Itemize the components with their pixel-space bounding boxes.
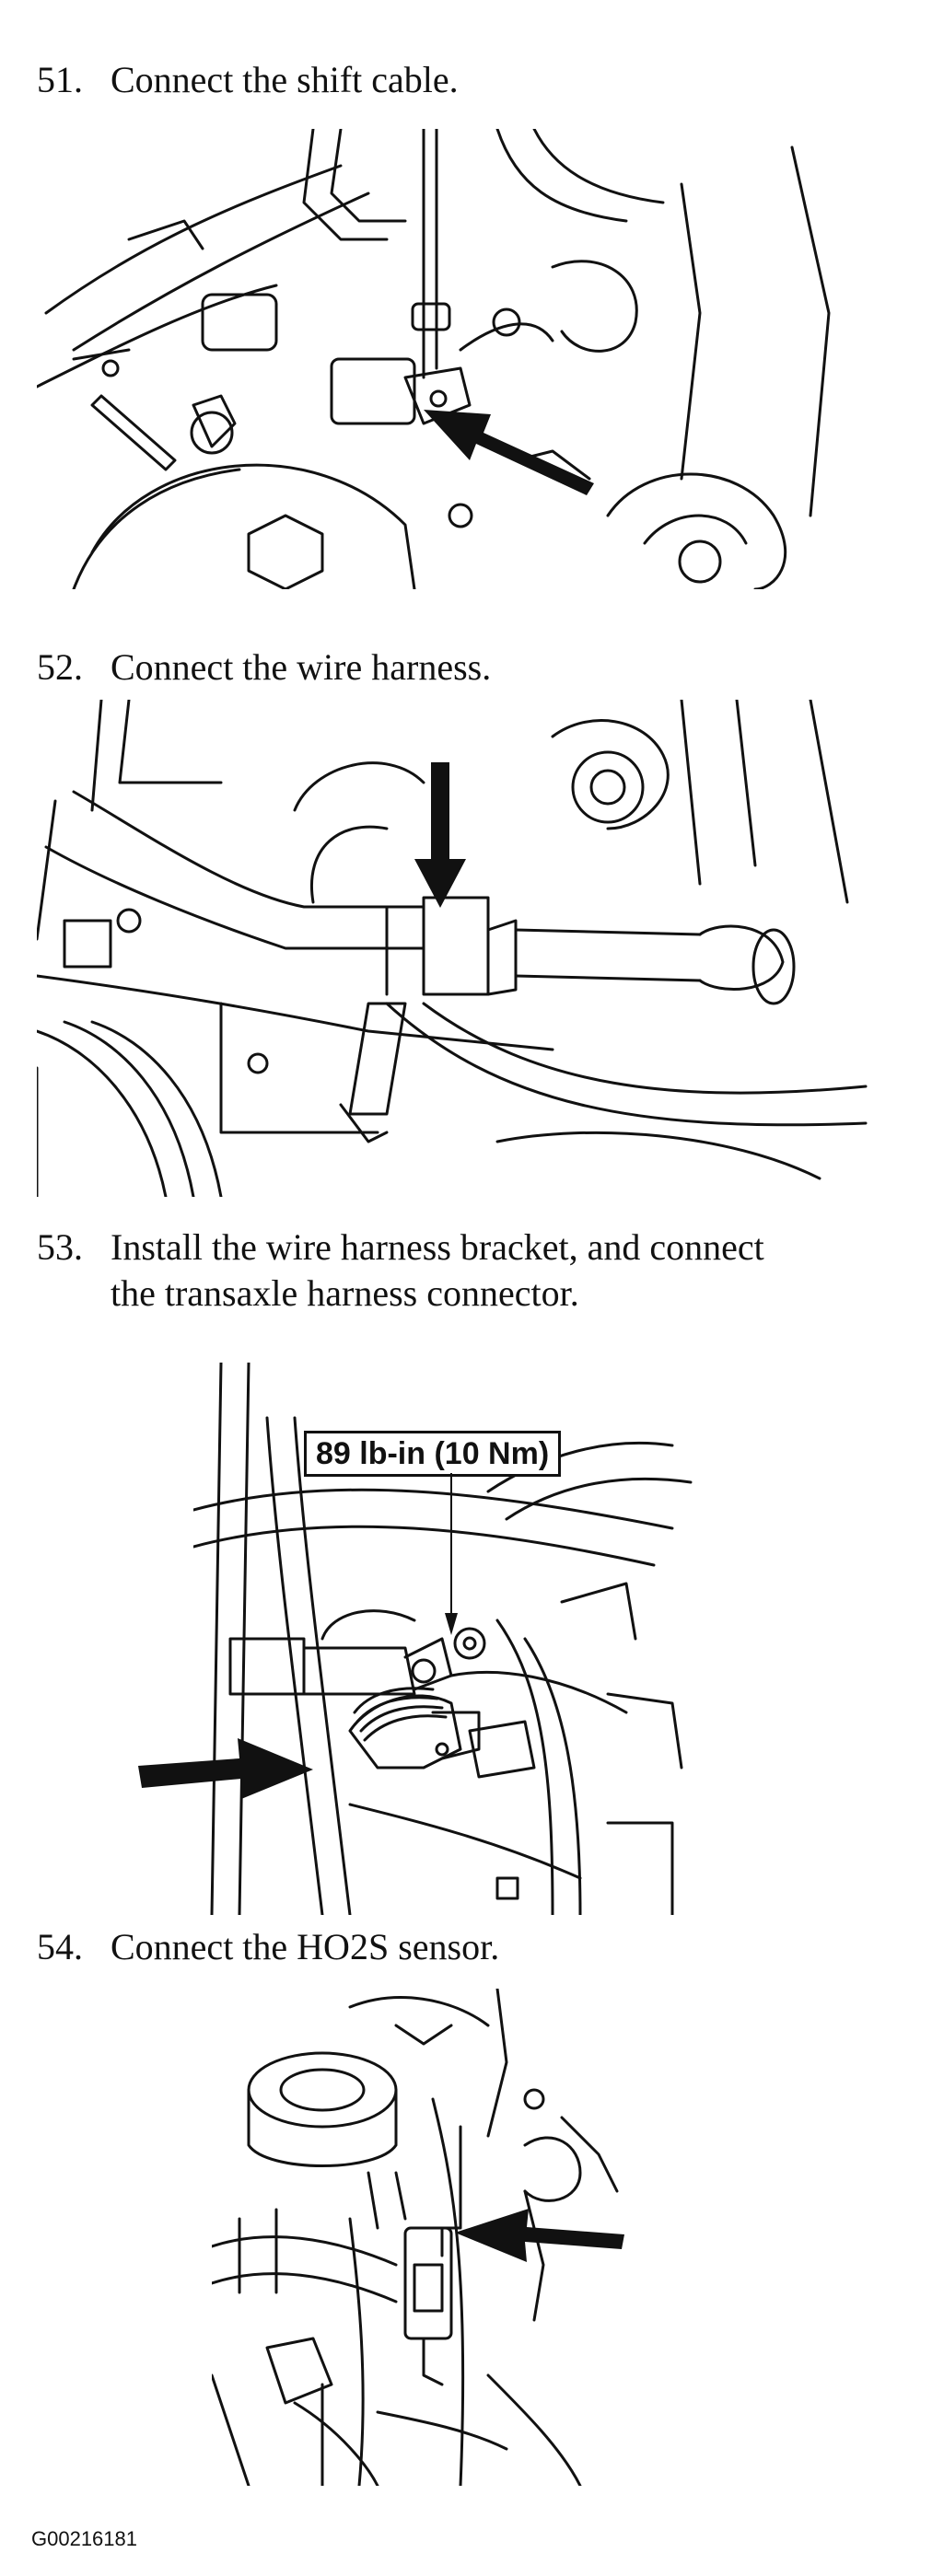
callout-arrow-52: [414, 762, 466, 908]
step-text: Install the wire harness bracket, and co…: [111, 1226, 764, 1268]
step-number: 52.: [37, 646, 83, 688]
step-52: 52. Connect the wire harness.: [37, 644, 491, 690]
step-number: 54.: [37, 1926, 83, 1967]
callout-arrow-54: [455, 2209, 624, 2262]
step-text: Connect the shift cable.: [111, 59, 459, 100]
ho2s-sensor-illustration: [212, 1989, 635, 2486]
step-text-continued: the transaxle harness connector.: [111, 1272, 579, 1314]
harness-bracket-illustration: [193, 1363, 709, 1915]
step-53: 53. Install the wire harness bracket, and…: [37, 1224, 764, 1317]
step-54: 54. Connect the HO2S sensor.: [37, 1924, 499, 1970]
step-51: 51. Connect the shift cable.: [37, 57, 459, 103]
callout-arrow-51: [424, 410, 594, 495]
torque-spec-label: 89 lb-in (10 Nm): [304, 1431, 562, 1477]
step-text: Connect the wire harness.: [111, 646, 492, 688]
torque-leader-line: [445, 1473, 458, 1635]
step-number: 51.: [37, 59, 83, 100]
step-text: Connect the HO2S sensor.: [111, 1926, 500, 1967]
step-number: 53.: [37, 1226, 83, 1268]
shift-cable-illustration: [37, 129, 866, 589]
wire-harness-illustration: [37, 700, 875, 1197]
figure-id: G00216181: [31, 2527, 137, 2550]
callout-arrow-53: [138, 1738, 313, 1799]
